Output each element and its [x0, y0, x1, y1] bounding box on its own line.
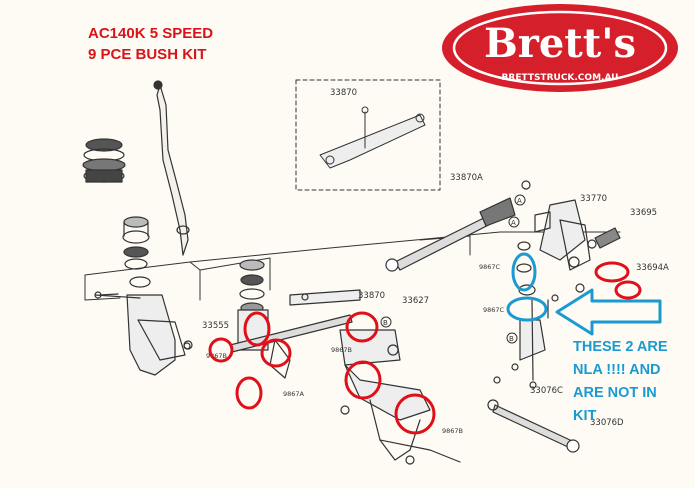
label-9867B-2: 9867B	[442, 427, 463, 435]
title-line-1: AC140K 5 SPEED	[88, 25, 214, 42]
shift-boot	[82, 138, 126, 183]
red-highlights	[208, 261, 642, 435]
lower-rod	[487, 376, 580, 453]
lever-housing	[94, 294, 193, 376]
callout-marks: A A B B	[380, 194, 526, 344]
bolts	[94, 291, 519, 465]
label-33076D: 33076D	[590, 418, 624, 428]
logo-name: Brett's	[484, 20, 636, 67]
label-33870: 33870	[330, 88, 357, 98]
highlight-bush-2	[208, 337, 234, 363]
label-33770: 33770	[580, 194, 607, 204]
highlight-bush-4	[235, 376, 263, 410]
highlight-bush-7	[394, 393, 436, 435]
upper-rod	[385, 180, 531, 272]
label-33627: 33627	[402, 296, 429, 306]
svg-text:B: B	[509, 335, 514, 343]
fitting-33695	[587, 227, 621, 249]
highlight-bush-9	[614, 280, 642, 300]
inset-box	[295, 79, 441, 191]
svg-text:A: A	[517, 197, 522, 205]
logo-url: BRETTSTRUCK.COM.AU	[502, 73, 619, 83]
bretts-logo: Brett's BRETTSTRUCK.COM.AU	[442, 4, 678, 92]
label-33076C: 33076C	[530, 386, 563, 396]
label-9867B: 9867B	[331, 346, 352, 354]
label-9867C-2: 9867C	[483, 306, 505, 314]
svg-text:A: A	[511, 219, 516, 227]
nla-note-line-1: THESE 2 ARE	[573, 339, 668, 355]
nla-note: THESE 2 ARE NLA !!!! AND ARE NOT IN KIT	[573, 336, 668, 428]
lever-bush-stack	[122, 216, 151, 288]
highlight-bush-1	[243, 311, 271, 347]
nla-note-line-3: ARE NOT IN	[573, 385, 657, 401]
highlight-bush-5	[345, 311, 379, 343]
nla-arrow	[555, 288, 662, 336]
highlight-bush-6	[344, 360, 382, 400]
svg-text:B: B	[383, 319, 388, 327]
label-9867-left: 9867B	[206, 352, 227, 360]
floor-frame	[84, 231, 621, 301]
nla-bush-2	[506, 296, 548, 322]
label-33694A: 33694A	[636, 263, 669, 273]
nla-note-line-2: NLA !!!! AND	[573, 362, 661, 378]
highlight-bush-3	[260, 338, 292, 368]
nla-note-line-4: KIT	[573, 408, 597, 424]
label-33870-b: 33870	[358, 291, 385, 301]
label-33695: 33695	[630, 208, 657, 218]
blue-highlights	[506, 252, 548, 322]
right-bracket	[534, 199, 591, 271]
label-33870A: 33870A	[450, 173, 483, 183]
label-33555: 33555	[202, 321, 229, 331]
part-labels: 33870 33870A 33770 33695 33694A 9867C 98…	[202, 88, 669, 435]
gear-lever	[153, 80, 190, 256]
title-line-2: 9 PCE BUSH KIT	[88, 46, 207, 63]
highlight-bush-8	[594, 261, 630, 283]
nla-bush-1	[511, 252, 537, 292]
label-9867A: 9867A	[283, 390, 305, 398]
label-9867C-1: 9867C	[479, 263, 501, 271]
